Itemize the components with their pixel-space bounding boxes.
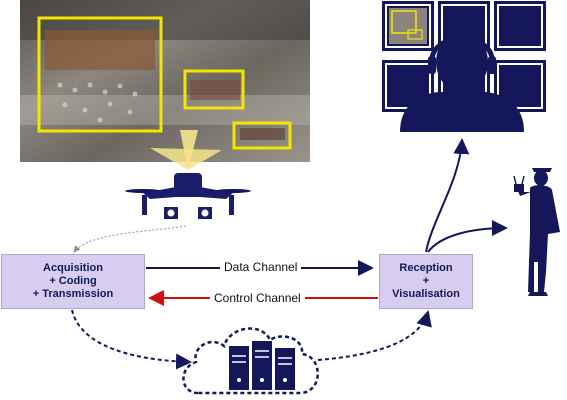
cloud-server-icon	[182, 327, 319, 395]
reception-line-2: +	[422, 275, 430, 287]
reception-to-fieldworker-arrow	[427, 220, 508, 253]
detection-box-large	[37, 16, 163, 133]
acquisition-line-1: Acquisition	[43, 262, 103, 274]
detection-box-medium	[183, 69, 245, 110]
acquisition-line-3: + Transmission	[32, 288, 114, 300]
control-channel-label: Control Channel	[210, 291, 305, 305]
field-worker-icon	[513, 168, 560, 296]
cloud-to-reception-link	[317, 310, 432, 361]
detection-box-small	[232, 121, 292, 150]
data-channel-label: Data Channel	[220, 260, 302, 274]
acquisition-line-2: + Coding	[49, 275, 97, 287]
acquisition-to-cloud-link	[71, 309, 192, 370]
acquisition-box: Acquisition + Coding + Transmission	[1, 254, 145, 309]
operator-monitor-icon	[382, 1, 546, 132]
reception-to-operator-arrow	[425, 138, 470, 253]
reception-line-3: Visualisation	[392, 288, 460, 300]
reception-box: Reception + Visualisation	[379, 254, 473, 309]
drone-to-acquisition-link	[73, 225, 187, 253]
reception-line-1: Reception	[399, 262, 453, 274]
drone-icon	[125, 173, 251, 219]
inspection-photo	[20, 0, 310, 162]
